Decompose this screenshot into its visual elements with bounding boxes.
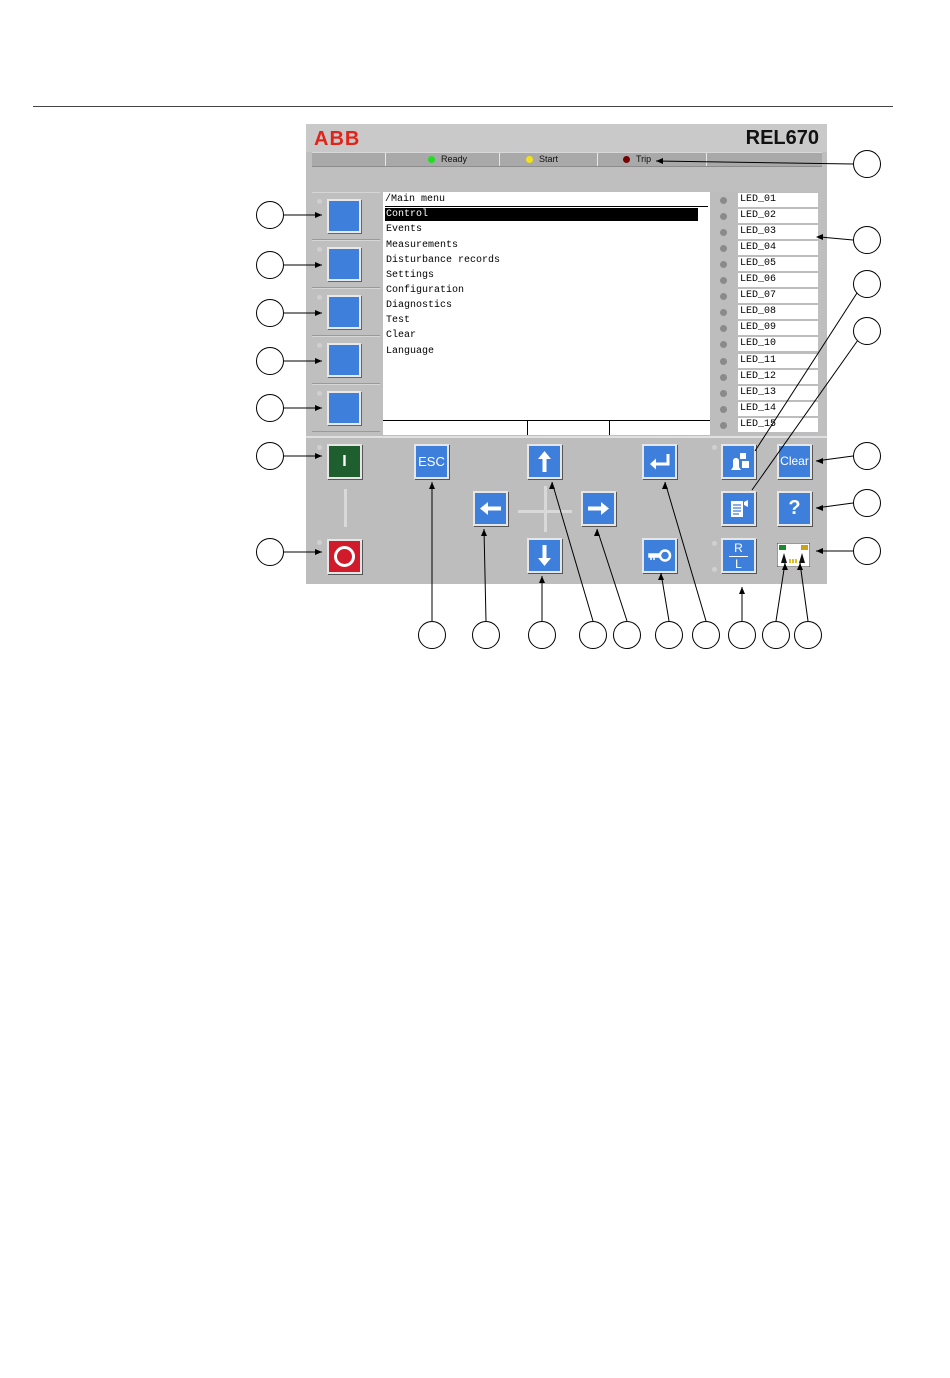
callout-circle bbox=[418, 621, 446, 649]
callout-circle bbox=[728, 621, 756, 649]
callout-circle bbox=[256, 394, 284, 422]
callout-circle bbox=[853, 537, 881, 565]
callout-leaders bbox=[0, 0, 950, 700]
callout-circle bbox=[472, 621, 500, 649]
callout-circle bbox=[256, 251, 284, 279]
callout-circle bbox=[853, 270, 881, 298]
callout-circle bbox=[613, 621, 641, 649]
callout-circle bbox=[256, 538, 284, 566]
callout-circle bbox=[256, 201, 284, 229]
callout-circle bbox=[256, 442, 284, 470]
callout-circle bbox=[853, 489, 881, 517]
callout-circle bbox=[853, 226, 881, 254]
callout-circle bbox=[256, 347, 284, 375]
callout-circle bbox=[692, 621, 720, 649]
callout-circle bbox=[579, 621, 607, 649]
callout-circle bbox=[853, 150, 881, 178]
callout-circle bbox=[853, 442, 881, 470]
callout-circle bbox=[762, 621, 790, 649]
callout-circle bbox=[794, 621, 822, 649]
callout-circle bbox=[655, 621, 683, 649]
callout-circle bbox=[256, 299, 284, 327]
callout-circle bbox=[528, 621, 556, 649]
callout-circle bbox=[853, 317, 881, 345]
